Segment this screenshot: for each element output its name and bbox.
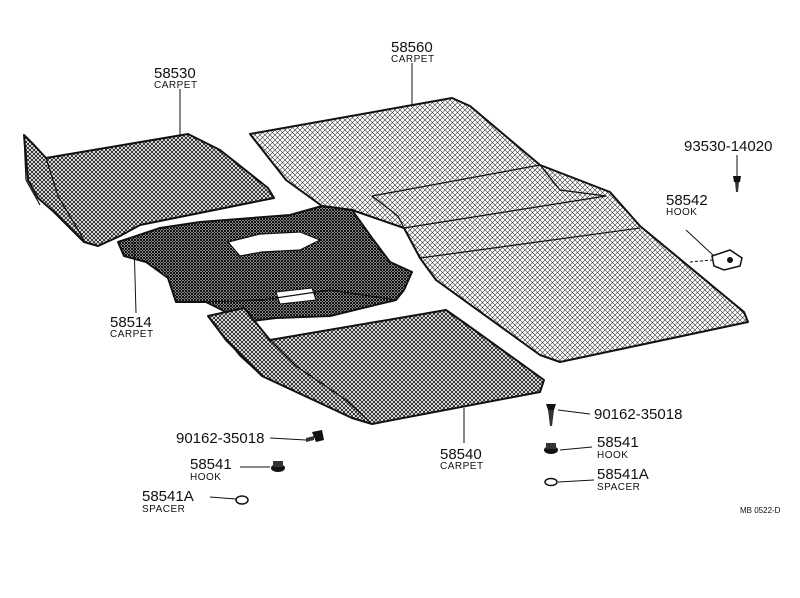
label-58541-left: 58541 HOOK xyxy=(190,456,232,483)
part-number-58560: 58560 xyxy=(391,39,433,56)
part-number-58541a-left: 58541A xyxy=(142,488,194,505)
part-number-90162-left: 90162-35018 xyxy=(176,430,264,447)
part-number-58541-right: 58541 xyxy=(597,434,639,451)
part-number-58514: 58514 xyxy=(110,314,152,331)
part-name-58541-left: HOOK xyxy=(190,472,221,483)
part-number-58541-left: 58541 xyxy=(190,456,232,473)
hook-icon-58541-left xyxy=(271,461,285,472)
part-number-58530: 58530 xyxy=(154,65,196,82)
screw-icon-93530 xyxy=(733,176,741,192)
part-name-58542: HOOK xyxy=(666,207,697,218)
part-name-58540: CARPET xyxy=(440,461,484,472)
label-58540: 58540 CARPET xyxy=(440,446,484,472)
label-58542: 58542 HOOK xyxy=(666,192,708,218)
screw-icon-90162-left xyxy=(306,430,324,442)
part-name-58541a-right: SPACER xyxy=(597,482,640,493)
leader-lines xyxy=(133,63,738,500)
carpet-58530-shape xyxy=(23,133,275,247)
label-58560: 58560 CARPET xyxy=(391,39,435,65)
label-58530: 58530 CARPET xyxy=(154,65,198,91)
label-90162-right: 90162-35018 xyxy=(594,406,682,423)
part-number-90162-right: 90162-35018 xyxy=(594,406,682,423)
label-90162-left: 90162-35018 xyxy=(176,430,264,447)
spacer-icon-58541a-right xyxy=(544,477,558,487)
carpet-58514-shape xyxy=(117,205,413,323)
part-name-58560: CARPET xyxy=(391,54,435,65)
part-number-93530: 93530-14020 xyxy=(684,138,772,155)
part-name-58514: CARPET xyxy=(110,329,154,340)
label-58514: 58514 CARPET xyxy=(110,314,154,340)
part-name-58541-right: HOOK xyxy=(597,450,628,461)
spacer-icon-58541a-left xyxy=(235,495,249,505)
part-number-58540: 58540 xyxy=(440,446,482,463)
hook-icon-58542 xyxy=(711,249,743,271)
hook-icon-58541-right xyxy=(544,443,558,454)
diagram-code: MB 0522-D xyxy=(740,506,781,515)
part-name-58541a-left: SPACER xyxy=(142,504,185,515)
part-name-58530: CARPET xyxy=(154,80,198,91)
screw-icon-90162-right xyxy=(546,404,556,426)
label-58541a-right: 58541A SPACER xyxy=(597,466,649,493)
part-number-58542: 58542 xyxy=(666,192,708,209)
carpet-58540-shape xyxy=(207,307,545,425)
label-58541a-left: 58541A SPACER xyxy=(142,488,194,515)
label-58541-right: 58541 HOOK xyxy=(597,434,639,461)
part-number-58541a-right: 58541A xyxy=(597,466,649,483)
label-93530-14020: 93530-14020 xyxy=(684,138,772,155)
